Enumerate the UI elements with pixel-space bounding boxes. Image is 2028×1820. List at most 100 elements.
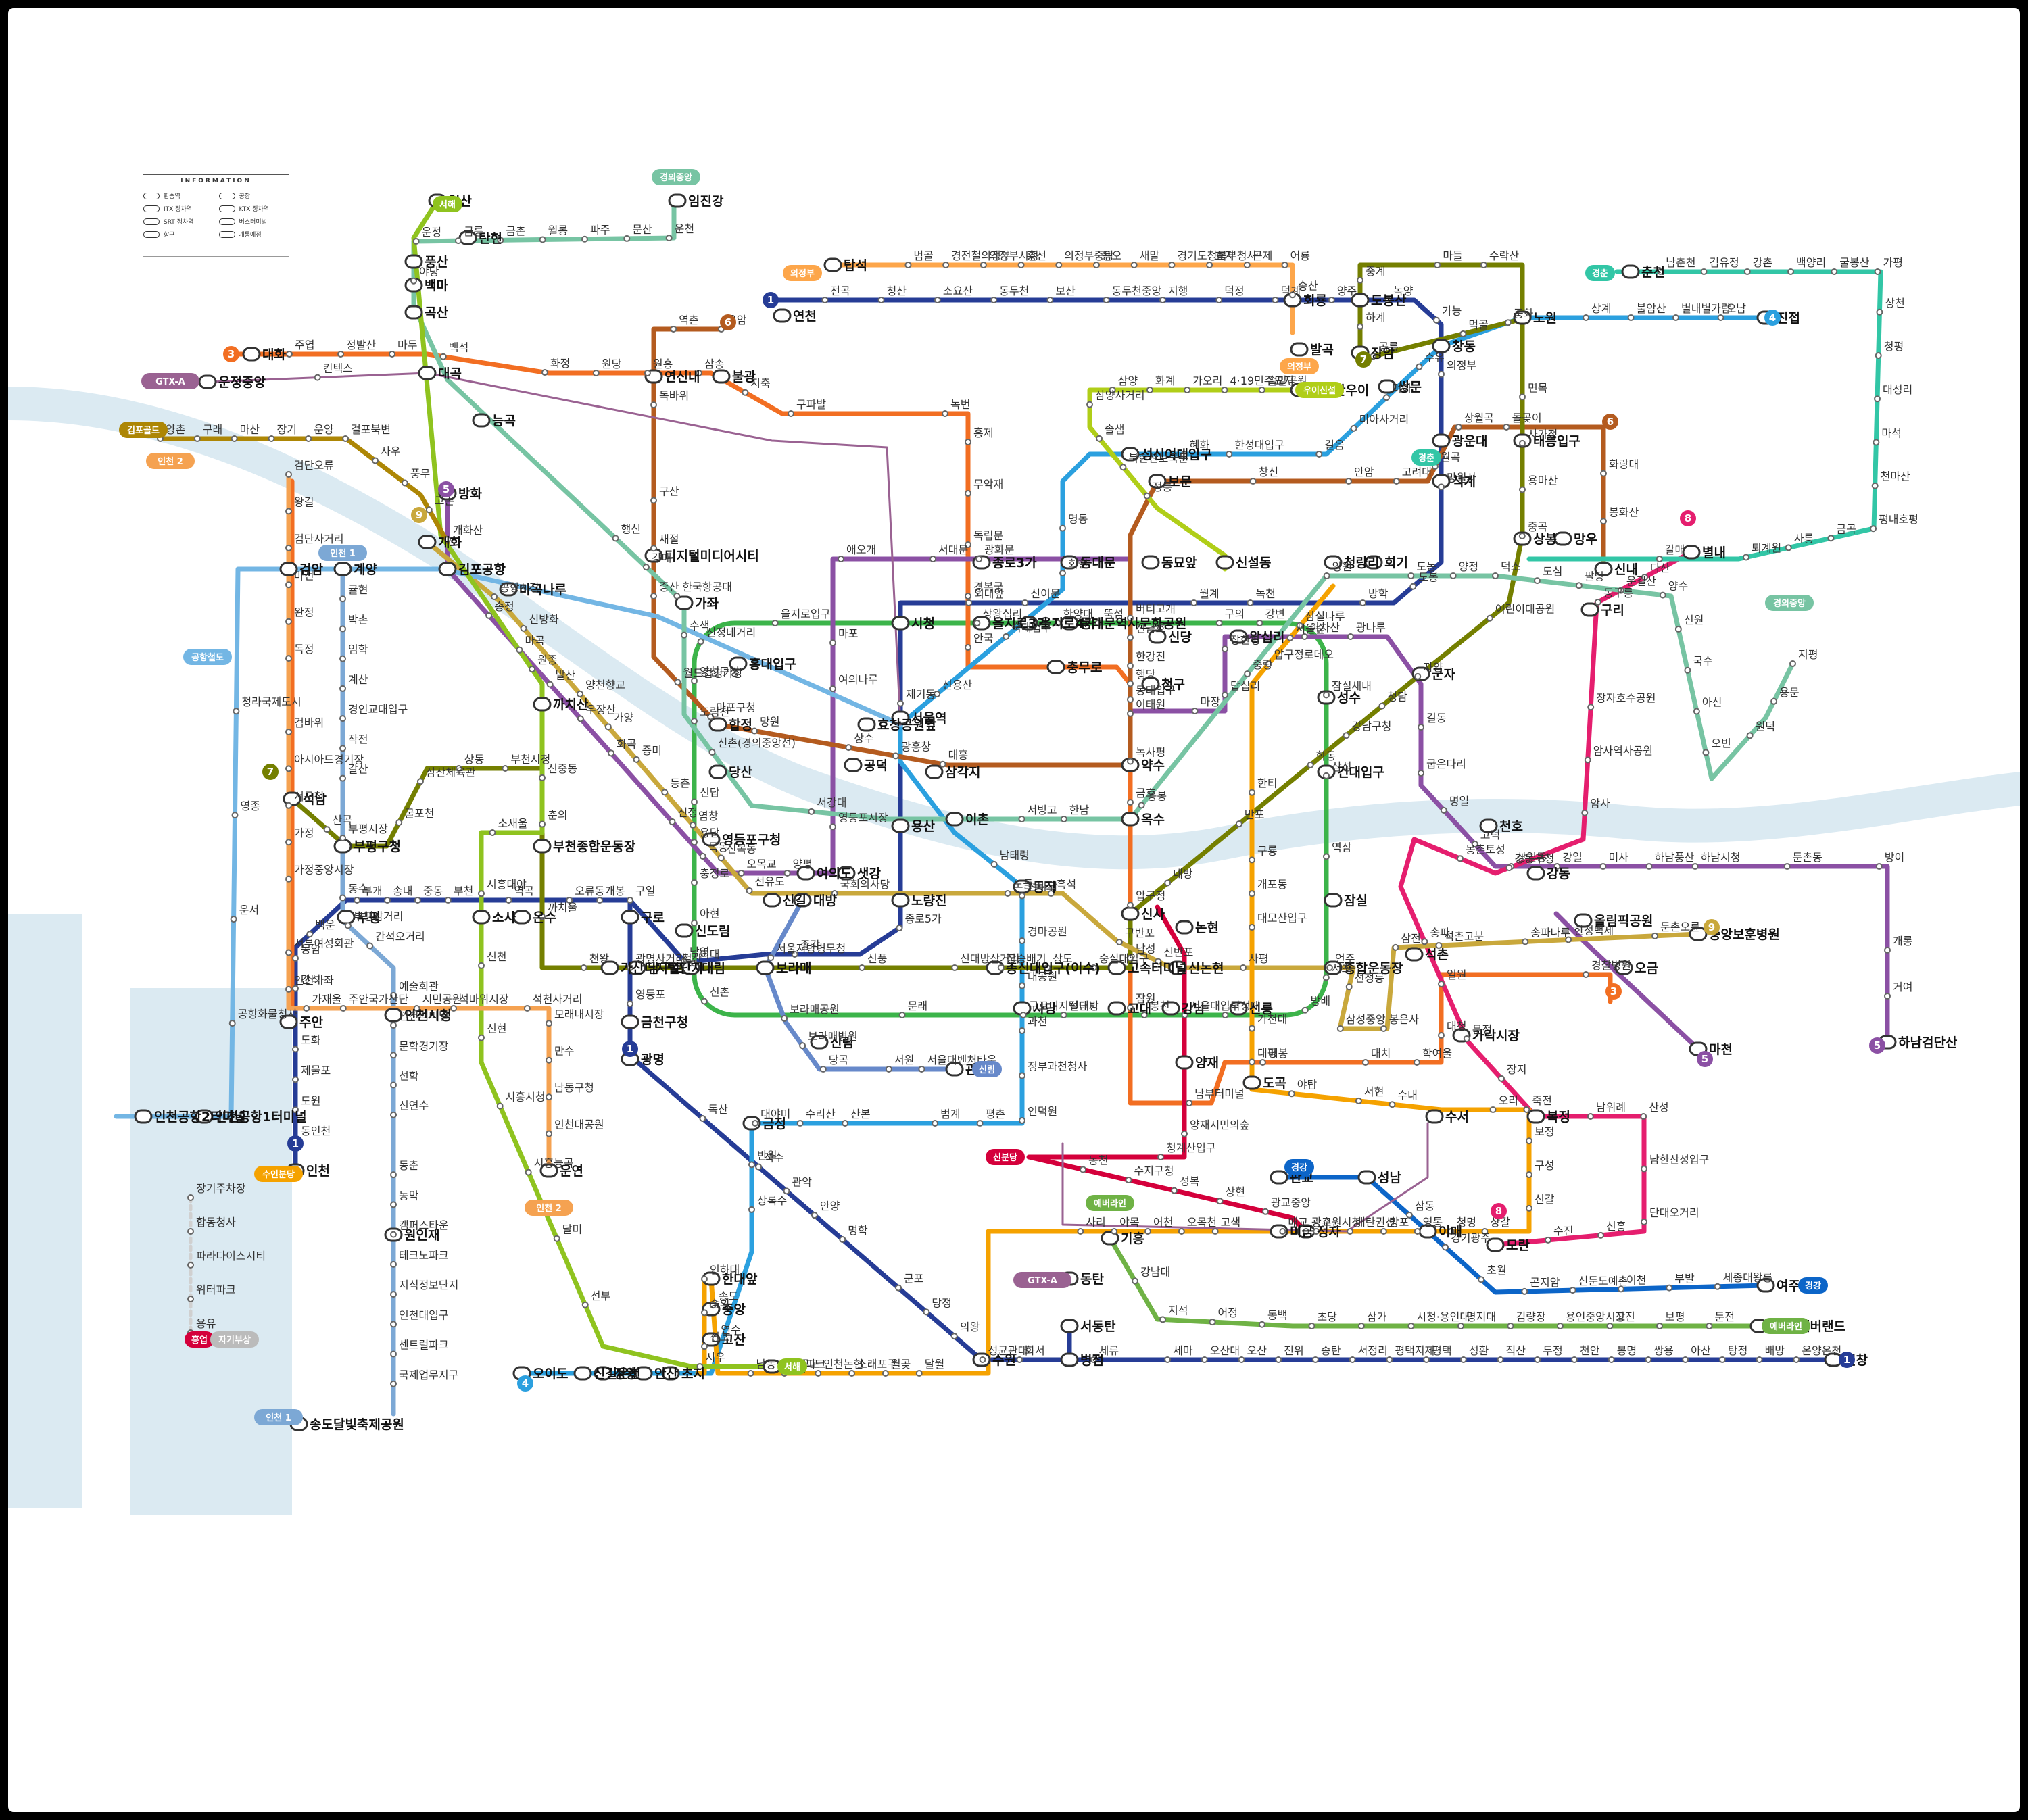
station-label[interactable]: 지석 bbox=[1168, 1304, 1188, 1317]
station-dot[interactable] bbox=[839, 1235, 846, 1243]
station-label[interactable]: 자양 bbox=[1423, 661, 1443, 674]
station-label[interactable]: 행당 bbox=[1136, 668, 1156, 681]
station-label[interactable]: 신반포 bbox=[1163, 946, 1193, 959]
station-label[interactable]: 가능 bbox=[1442, 305, 1462, 318]
station-label[interactable]: 효자 bbox=[1215, 249, 1235, 262]
station-marker[interactable] bbox=[668, 193, 687, 208]
station-label[interactable]: 문학경기장 bbox=[399, 1039, 449, 1052]
station-label[interactable]: 마전 bbox=[294, 569, 314, 582]
station-label[interactable]: 고려대 bbox=[1402, 466, 1432, 478]
station-dot[interactable] bbox=[1553, 863, 1561, 870]
station-label[interactable]: 상월곡 bbox=[1464, 412, 1494, 424]
station-dot[interactable] bbox=[1440, 806, 1447, 814]
station-dot[interactable] bbox=[1659, 591, 1666, 599]
station-marker[interactable] bbox=[1526, 866, 1545, 881]
station-dot[interactable] bbox=[815, 1370, 822, 1377]
station-dot[interactable] bbox=[697, 638, 704, 645]
station-label[interactable]: 어룡 bbox=[1290, 249, 1310, 262]
station-marker[interactable] bbox=[1229, 629, 1248, 644]
station-label[interactable]: 청량리 bbox=[1344, 556, 1379, 570]
station-dot[interactable] bbox=[1191, 708, 1199, 714]
station-label[interactable]: 수원시청 bbox=[1322, 1216, 1361, 1229]
station-dot[interactable] bbox=[339, 595, 346, 603]
station-marker[interactable] bbox=[1141, 677, 1160, 691]
station-dot[interactable] bbox=[1047, 890, 1055, 897]
station-dot[interactable] bbox=[791, 951, 798, 958]
station-label[interactable]: 대림 bbox=[702, 961, 725, 976]
station-label[interactable]: 정부과천청사 bbox=[1028, 1060, 1088, 1073]
station-label[interactable]: 대방 bbox=[813, 893, 837, 908]
station-label[interactable]: 군자 bbox=[1432, 667, 1455, 682]
station-dot[interactable] bbox=[1519, 486, 1526, 493]
station-label[interactable]: 선유도 bbox=[755, 875, 785, 888]
station-dot[interactable] bbox=[1239, 964, 1247, 971]
station-label[interactable]: 사평 bbox=[1249, 952, 1268, 965]
station-dot[interactable] bbox=[973, 620, 981, 626]
station-label[interactable]: 인천터미널 bbox=[399, 1010, 449, 1023]
station-marker[interactable] bbox=[945, 812, 964, 827]
station-label[interactable]: 의정부중앙 bbox=[1064, 249, 1114, 262]
station-dot[interactable] bbox=[1534, 1356, 1541, 1363]
station-dot[interactable] bbox=[546, 1020, 552, 1027]
station-label[interactable]: 부발 bbox=[1674, 1273, 1695, 1285]
station-dot[interactable] bbox=[975, 556, 983, 562]
station-label[interactable]: 춘천 bbox=[1641, 265, 1665, 280]
station-label[interactable]: 경찰병원 bbox=[1591, 959, 1631, 972]
station-dot[interactable] bbox=[553, 1235, 560, 1242]
station-label[interactable]: 태릉입구 bbox=[1533, 434, 1580, 449]
station-dot[interactable] bbox=[627, 897, 633, 904]
station-label[interactable]: 동춘 bbox=[399, 1159, 418, 1172]
station-dot[interactable] bbox=[344, 922, 352, 929]
station-label[interactable]: 오빈 bbox=[1711, 737, 1731, 749]
station-dot[interactable] bbox=[673, 592, 681, 599]
station-marker[interactable] bbox=[945, 1062, 964, 1077]
station-label[interactable]: 신연수 bbox=[399, 1100, 429, 1112]
station-dot[interactable] bbox=[1125, 1177, 1132, 1184]
station-dot[interactable] bbox=[1393, 478, 1400, 485]
station-label[interactable]: 염창 bbox=[698, 810, 719, 822]
station-dot[interactable] bbox=[539, 913, 546, 920]
station-dot[interactable] bbox=[1684, 666, 1691, 674]
station-label[interactable]: 청구 bbox=[1161, 677, 1185, 692]
station-label[interactable]: 대흥 bbox=[948, 749, 968, 762]
station-dot[interactable] bbox=[1884, 946, 1891, 954]
station-label[interactable]: 철산 bbox=[682, 952, 702, 965]
station-label[interactable]: 인하대 bbox=[710, 1263, 740, 1276]
station-label[interactable]: 숭실대입구 bbox=[1099, 952, 1149, 965]
station-dot[interactable] bbox=[1301, 1006, 1309, 1014]
station-label[interactable]: 일원 bbox=[1447, 968, 1466, 981]
station-label[interactable]: 송탄 bbox=[1321, 1344, 1341, 1357]
station-label[interactable]: 오남 bbox=[1727, 302, 1747, 315]
station-dot[interactable] bbox=[520, 624, 527, 632]
station-label[interactable]: 동인천 bbox=[301, 1125, 331, 1137]
line-number-badge[interactable]: 6 bbox=[720, 314, 736, 330]
station-dot[interactable] bbox=[1666, 1284, 1673, 1292]
station-dot[interactable] bbox=[783, 1187, 790, 1195]
station-dot[interactable] bbox=[746, 887, 753, 894]
station-dot[interactable] bbox=[951, 964, 959, 971]
station-label[interactable]: 미아 bbox=[1392, 382, 1412, 395]
station-label[interactable]: 구로디지털단지 bbox=[1029, 1000, 1098, 1012]
station-label[interactable]: 학동 bbox=[1316, 749, 1336, 762]
station-marker[interactable] bbox=[925, 764, 944, 779]
station-dot[interactable] bbox=[1432, 316, 1440, 324]
station-dot[interactable] bbox=[187, 1228, 194, 1235]
station-dot[interactable] bbox=[233, 708, 240, 715]
station-label[interactable]: 신원 bbox=[1684, 614, 1704, 626]
station-label[interactable]: 광교중앙 bbox=[1271, 1196, 1311, 1209]
station-label[interactable]: 공항화물청사 bbox=[238, 1008, 298, 1020]
station-dot[interactable] bbox=[918, 1066, 925, 1073]
station-dot[interactable] bbox=[612, 535, 619, 542]
line-name-pill[interactable]: 서해 bbox=[433, 196, 462, 212]
station-label[interactable]: 동두천 bbox=[999, 285, 1029, 297]
station-dot[interactable] bbox=[1249, 1025, 1255, 1032]
station-label[interactable]: 원종 bbox=[537, 654, 557, 666]
station-label[interactable]: 불광 bbox=[732, 370, 756, 385]
station-label[interactable]: 국제업무지구 bbox=[399, 1369, 458, 1381]
station-dot[interactable] bbox=[1386, 1356, 1393, 1363]
station-label[interactable]: 탑석 bbox=[844, 258, 867, 273]
station-dot[interactable] bbox=[1674, 625, 1682, 633]
station-dot[interactable] bbox=[444, 897, 452, 904]
station-label[interactable]: 논현 bbox=[1195, 920, 1219, 935]
station-label[interactable]: 탕정 bbox=[1728, 1344, 1747, 1357]
